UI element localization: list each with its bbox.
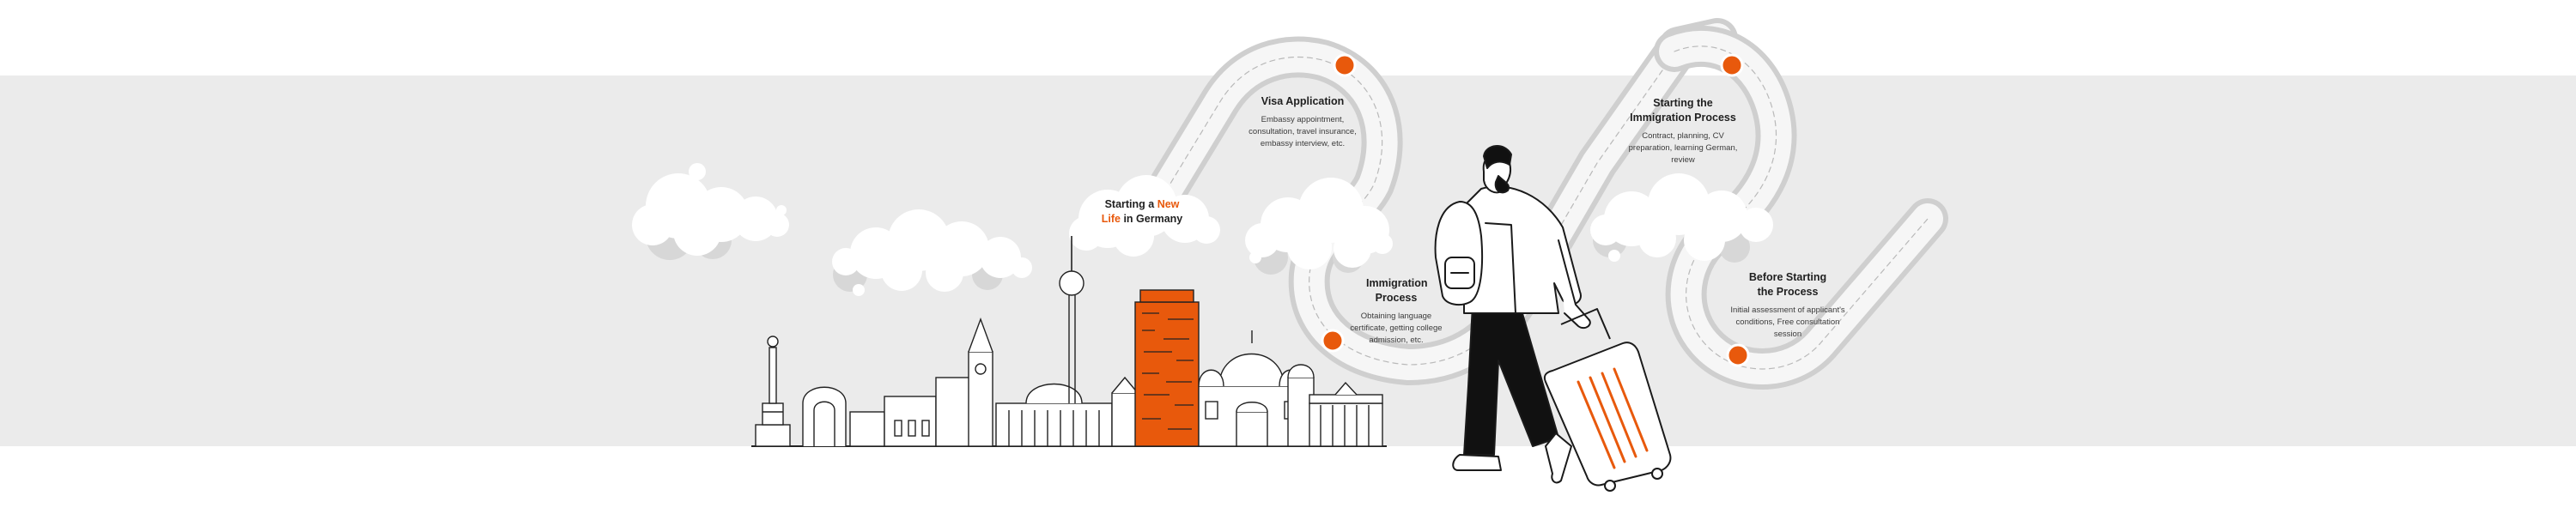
berlin-skyline-icon — [751, 236, 1387, 447]
step-description: Contract, planning, CV preparation, lear… — [1628, 131, 1738, 165]
milestone-dot-icon — [1333, 53, 1357, 77]
cloud-icon — [1590, 173, 1773, 263]
step-visa-application: Visa Application Embassy appointment, co… — [1247, 94, 1358, 150]
milestone-dot-icon — [1321, 329, 1345, 353]
step-title: Starting the Immigration Process — [1630, 97, 1736, 124]
step-description: Initial assessment of applicant's condit… — [1730, 305, 1845, 339]
cloud-icon — [1069, 175, 1220, 257]
hero-accent-life: Life — [1101, 213, 1121, 225]
step-description: Embassy appointment, consultation, trave… — [1249, 115, 1357, 148]
orange-tower-icon — [1134, 289, 1200, 447]
suitcase-icon — [1543, 308, 1672, 492]
cloud-icon — [632, 163, 789, 260]
hero-prefix: Starting a — [1104, 198, 1157, 210]
berlin-skyline-icon — [1198, 330, 1383, 447]
cloud-icon — [832, 209, 1032, 296]
hero-accent-new: New — [1157, 198, 1180, 210]
step-before-starting: Before Starting the Process Initial asse… — [1728, 270, 1848, 341]
step-immigration-process: Immigration Process Obtaining language c… — [1346, 276, 1446, 347]
step-title: Visa Application — [1261, 95, 1345, 107]
cloud-icon — [1245, 178, 1393, 275]
step-starting-immigration: Starting the Immigration Process Contrac… — [1627, 96, 1739, 166]
milestone-dot-icon — [1726, 343, 1750, 367]
step-title: Immigration Process — [1366, 277, 1428, 304]
step-description: Obtaining language certificate, getting … — [1350, 311, 1443, 345]
traveler-icon — [1434, 145, 1591, 484]
step-title: Before Starting the Process — [1748, 271, 1827, 298]
milestone-dot-icon — [1720, 53, 1744, 77]
hero-suffix: in Germany — [1120, 213, 1183, 225]
